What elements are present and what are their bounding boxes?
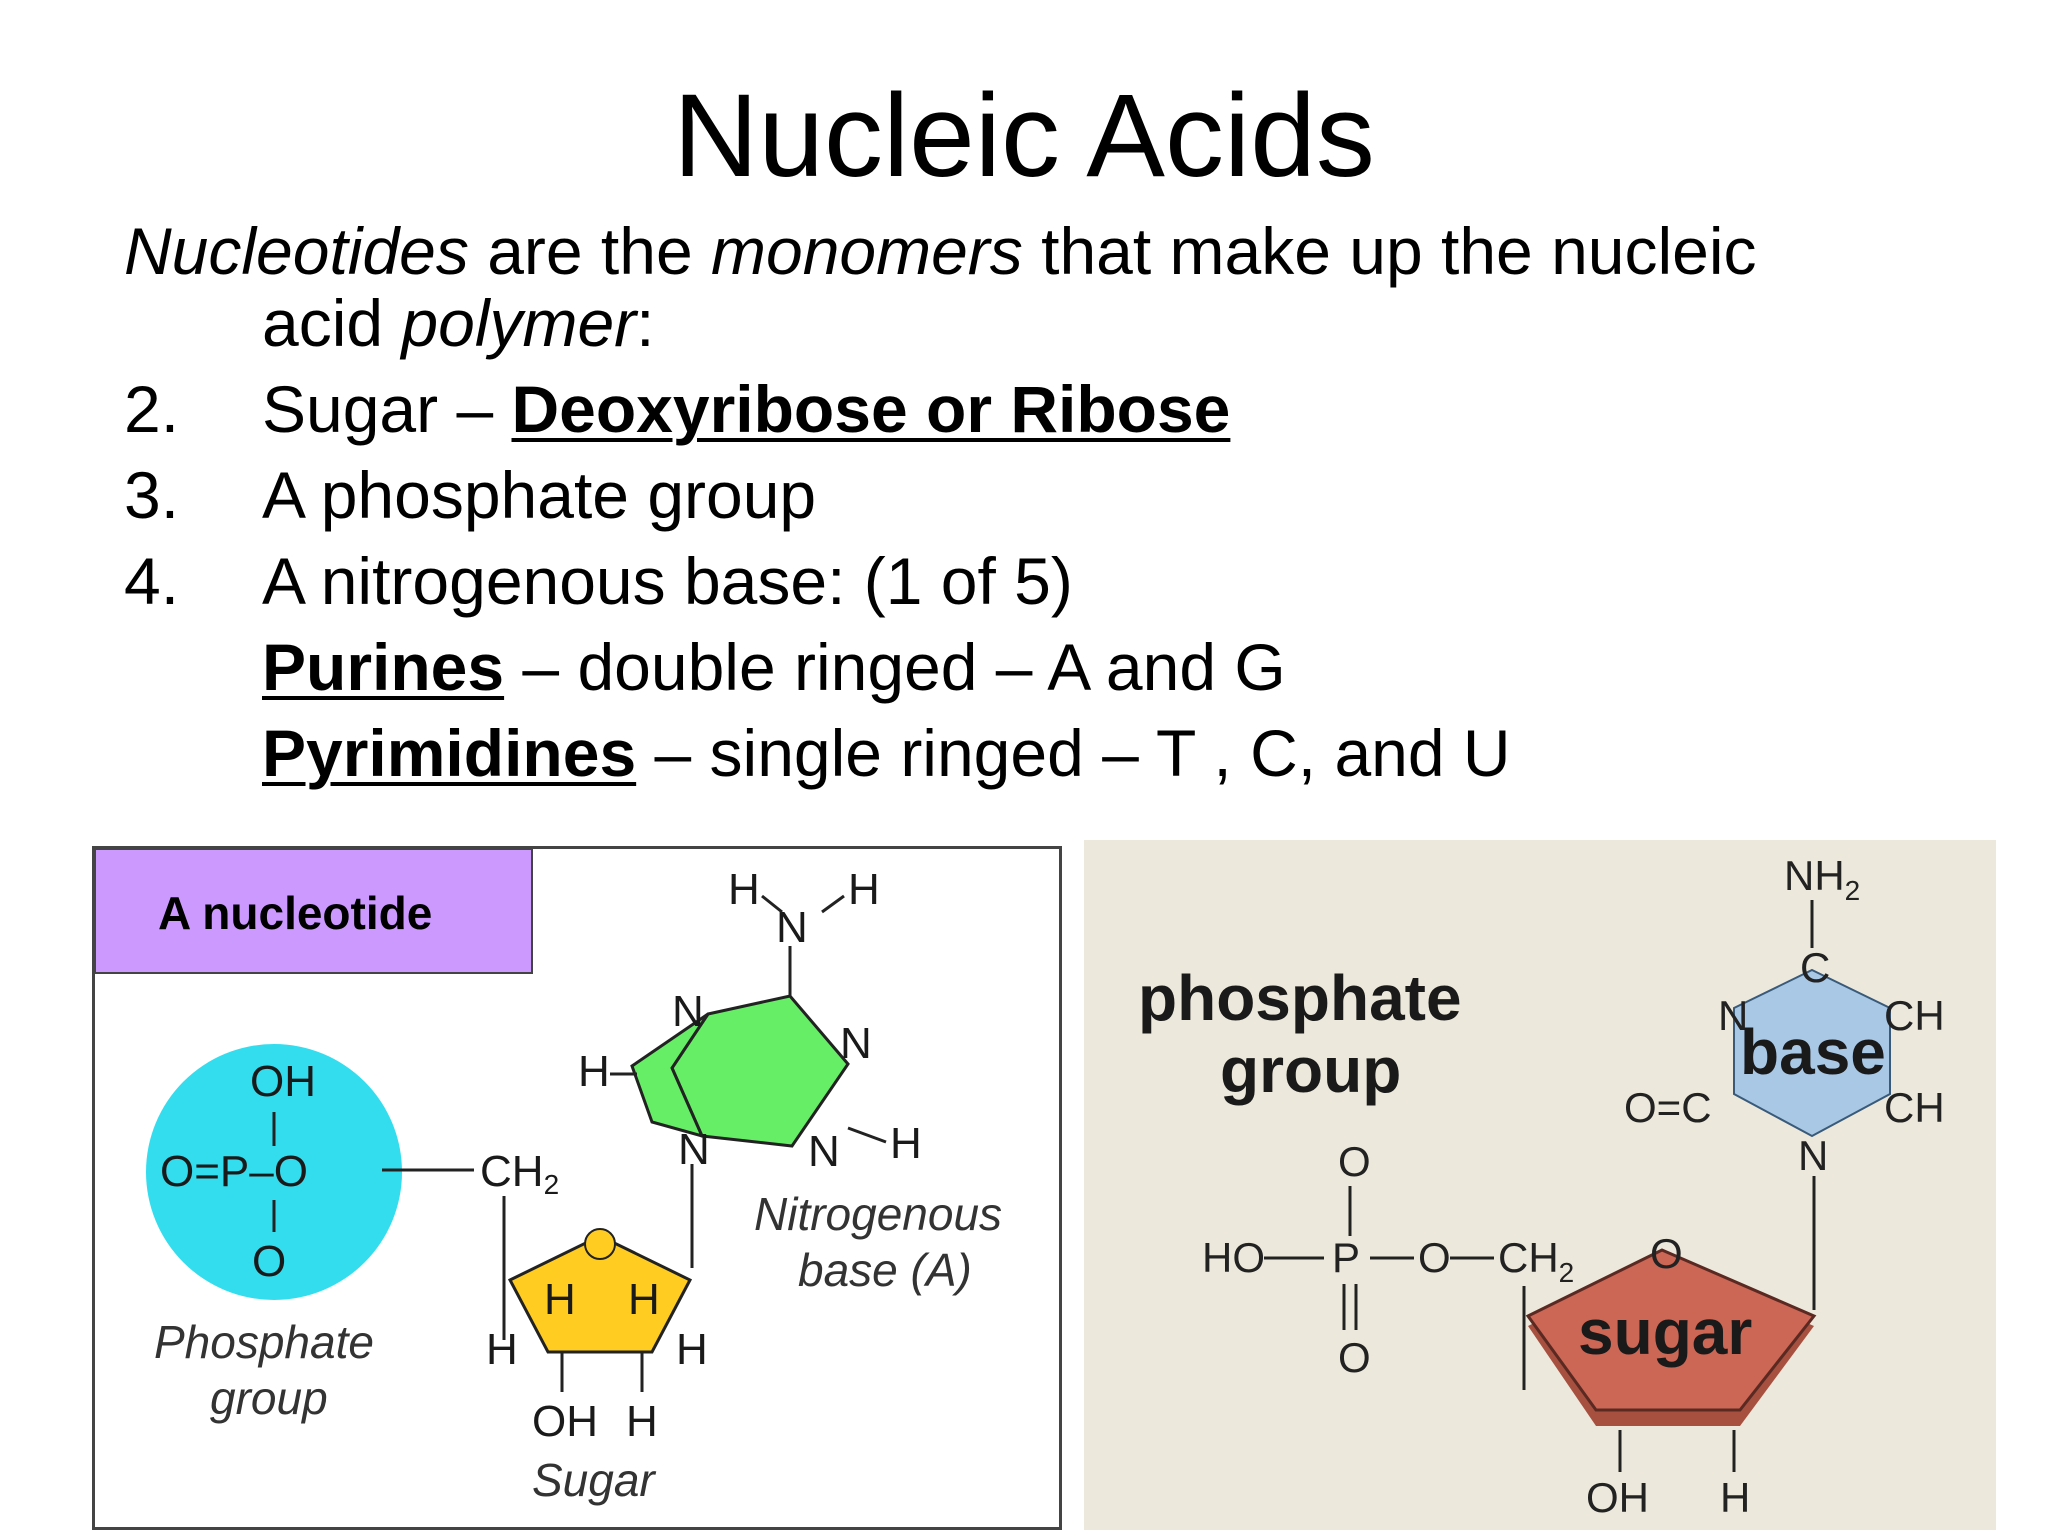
ring-oxygen — [584, 1228, 616, 1260]
base-ch-bottom: CH — [1884, 1084, 1945, 1131]
nucleotide-label: A nucleotide — [158, 887, 432, 939]
slide-title: Nucleic Acids — [673, 70, 1375, 202]
item-number-3: 3. — [124, 458, 180, 532]
intro-line-1: Nucleotides are the monomers that make u… — [124, 214, 1757, 288]
sugar-ring — [1525, 1248, 1817, 1412]
base-oc: O=C — [1624, 1084, 1712, 1131]
phosphate-o-minus: O — [252, 1237, 286, 1286]
sugar-h-2: H — [628, 1275, 660, 1324]
phosphate-oh: OH — [250, 1057, 316, 1106]
phosphate-p: P — [1332, 1234, 1360, 1281]
phosphate-circle — [146, 1044, 402, 1300]
term-polymer: polymer — [401, 286, 637, 360]
amino-h-left: H — [728, 865, 760, 914]
phosphate-top-o: O — [1338, 1138, 1371, 1185]
base-caption-2: base (A) — [798, 1244, 972, 1296]
bond-c2-h — [847, 1126, 887, 1144]
phosphate-caption-1: Phosphate — [154, 1316, 374, 1368]
term-purines: Purines — [262, 630, 505, 704]
base-ring — [1733, 968, 1891, 1138]
base-n-left: N — [1718, 992, 1748, 1039]
base-h-8: H — [578, 1047, 610, 1096]
sugar-ring-o: O — [1650, 1230, 1683, 1277]
sugar-types: Deoxyribose or Ribose — [511, 372, 1231, 446]
base-h-2: H — [890, 1119, 922, 1168]
sugar-h: H — [1720, 1474, 1750, 1521]
nucleotide-label-box — [94, 848, 533, 974]
item-number-4: 4. — [124, 544, 180, 618]
term-nucleotides: Nucleotides — [124, 214, 469, 288]
term-pyrimidines: Pyrimidines — [262, 716, 637, 790]
base-ch-top: CH — [1884, 992, 1945, 1039]
base-n-7: N — [672, 987, 704, 1036]
phosphate-o-ester: O — [1418, 1234, 1451, 1281]
nucleotide-diagram-left: A nucleotide OH O=P–O O Phosphate group … — [92, 846, 1062, 1530]
sugar-oh: OH — [532, 1397, 598, 1446]
sugar-label: sugar — [1578, 1296, 1752, 1368]
item-sugar: Sugar – Deoxyribose or Ribose — [262, 372, 1231, 446]
phosphate-label-2: group — [1220, 1034, 1401, 1106]
base-caption-1: Nitrogenous — [754, 1188, 1002, 1240]
sugar-h-bottom: H — [626, 1397, 658, 1446]
amino-h-right: H — [848, 865, 880, 914]
sugar-h-right: H — [676, 1325, 708, 1374]
sugar-h-left: H — [486, 1325, 518, 1374]
nucleotide-diagram-right: phosphate group O HO P O O CH2 O sugar O… — [1084, 840, 1996, 1530]
phosphate-caption-2: group — [210, 1372, 328, 1424]
base-nh2: NH2 — [1784, 852, 1860, 906]
base-n-bottom: N — [1798, 1132, 1828, 1179]
figure-background — [1084, 840, 1996, 1530]
sugar-ch2: CH2 — [1498, 1234, 1574, 1288]
base-n-1: N — [840, 1019, 872, 1068]
intro-line-2: acid polymer: — [262, 286, 655, 360]
base-ring-small — [630, 1012, 710, 1139]
sugar-oh: OH — [1586, 1474, 1649, 1521]
item-number-2: 2. — [124, 372, 180, 446]
phosphate-bottom-o: O — [1338, 1334, 1371, 1381]
sugar-caption: Sugar — [532, 1454, 656, 1506]
base-c-top: C — [1800, 944, 1830, 991]
bond-n-h-left — [761, 894, 783, 914]
phosphate-label-1: phosphate — [1138, 962, 1462, 1034]
base-n-9: N — [678, 1125, 710, 1174]
item-base: A nitrogenous base: (1 of 5) — [262, 544, 1073, 618]
base-label: base — [1740, 1016, 1886, 1088]
base-n-3: N — [808, 1127, 840, 1176]
phosphate-center: O=P–O — [160, 1147, 308, 1196]
sugar-h-1: H — [544, 1275, 576, 1324]
item-phosphate: A phosphate group — [262, 458, 817, 532]
pyrimidines-line: Pyrimidines – single ringed – T , C, and… — [262, 716, 1511, 790]
term-monomers: monomers — [711, 214, 1023, 288]
sugar-ch2: CH2 — [480, 1147, 559, 1200]
bond-n-h-right — [821, 894, 845, 914]
purines-line: Purines – double ringed – A and G — [262, 630, 1286, 704]
phosphate-ho: HO — [1202, 1234, 1265, 1281]
